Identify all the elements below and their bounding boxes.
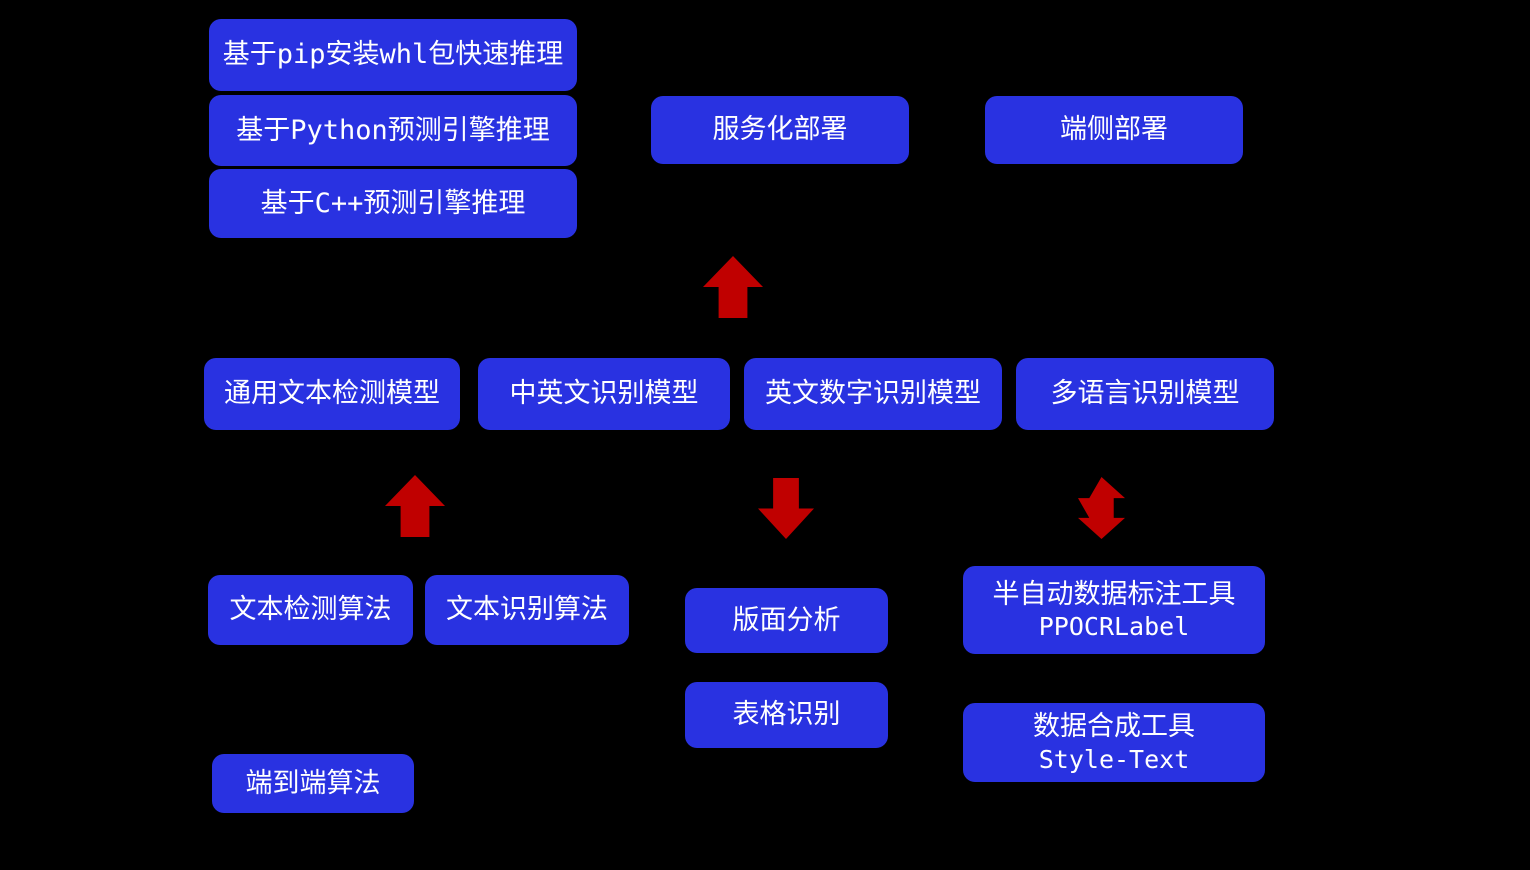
box-label: 多语言识别模型 xyxy=(1050,378,1240,410)
box-text-detection-algorithm: 文本检测算法 xyxy=(208,575,413,645)
box-label: 基于pip安装whl包快速推理 xyxy=(222,39,564,71)
up-arrow-icon xyxy=(385,475,445,537)
box-label: 基于Python预测引擎推理 xyxy=(236,114,550,146)
down-arrow-icon xyxy=(758,478,814,539)
box-label-line1: 数据合成工具 xyxy=(1033,711,1195,742)
box-table-recognition: 表格识别 xyxy=(685,682,888,748)
box-label: 端侧部署 xyxy=(1060,114,1168,146)
box-label: 文本识别算法 xyxy=(446,594,608,626)
box-en-number-recognition-model: 英文数字识别模型 xyxy=(744,358,1002,430)
box-synthesis-tool-style-text: 数据合成工具 Style-Text xyxy=(963,703,1265,782)
box-python-engine-inference: 基于Python预测引擎推理 xyxy=(209,95,577,166)
box-edge-deployment: 端侧部署 xyxy=(985,96,1243,164)
box-label-line2: PPOCRLabel xyxy=(1038,612,1190,642)
up-down-arrow-icon xyxy=(1078,477,1125,539)
box-pip-whl-inference: 基于pip安装whl包快速推理 xyxy=(209,19,577,91)
box-label: 服务化部署 xyxy=(712,114,848,146)
box-cpp-engine-inference: 基于C++预测引擎推理 xyxy=(209,169,577,238)
box-label-line1: 半自动数据标注工具 xyxy=(992,578,1236,610)
box-zh-en-recognition-model: 中英文识别模型 xyxy=(478,358,730,430)
box-labeling-tool-ppocrlabel: 半自动数据标注工具 PPOCRLabel xyxy=(963,566,1265,654)
box-label: 英文数字识别模型 xyxy=(765,378,981,410)
box-multilingual-recognition-model: 多语言识别模型 xyxy=(1016,358,1274,430)
box-label: 通用文本检测模型 xyxy=(224,378,440,410)
box-serving-deployment: 服务化部署 xyxy=(651,96,909,164)
box-label: 表格识别 xyxy=(732,699,841,731)
box-label: 版面分析 xyxy=(732,604,841,636)
box-general-text-detection-model: 通用文本检测模型 xyxy=(204,358,460,430)
box-layout-analysis: 版面分析 xyxy=(685,588,888,653)
box-text-recognition-algorithm: 文本识别算法 xyxy=(425,575,629,645)
box-end-to-end-algorithm: 端到端算法 xyxy=(212,754,414,813)
box-label: 文本检测算法 xyxy=(229,594,392,626)
box-label-line2: Style-Text xyxy=(1038,744,1190,774)
box-label: 基于C++预测引擎推理 xyxy=(260,187,526,219)
box-label: 中英文识别模型 xyxy=(509,378,699,410)
box-label: 端到端算法 xyxy=(245,767,381,799)
up-arrow-icon xyxy=(703,256,763,318)
